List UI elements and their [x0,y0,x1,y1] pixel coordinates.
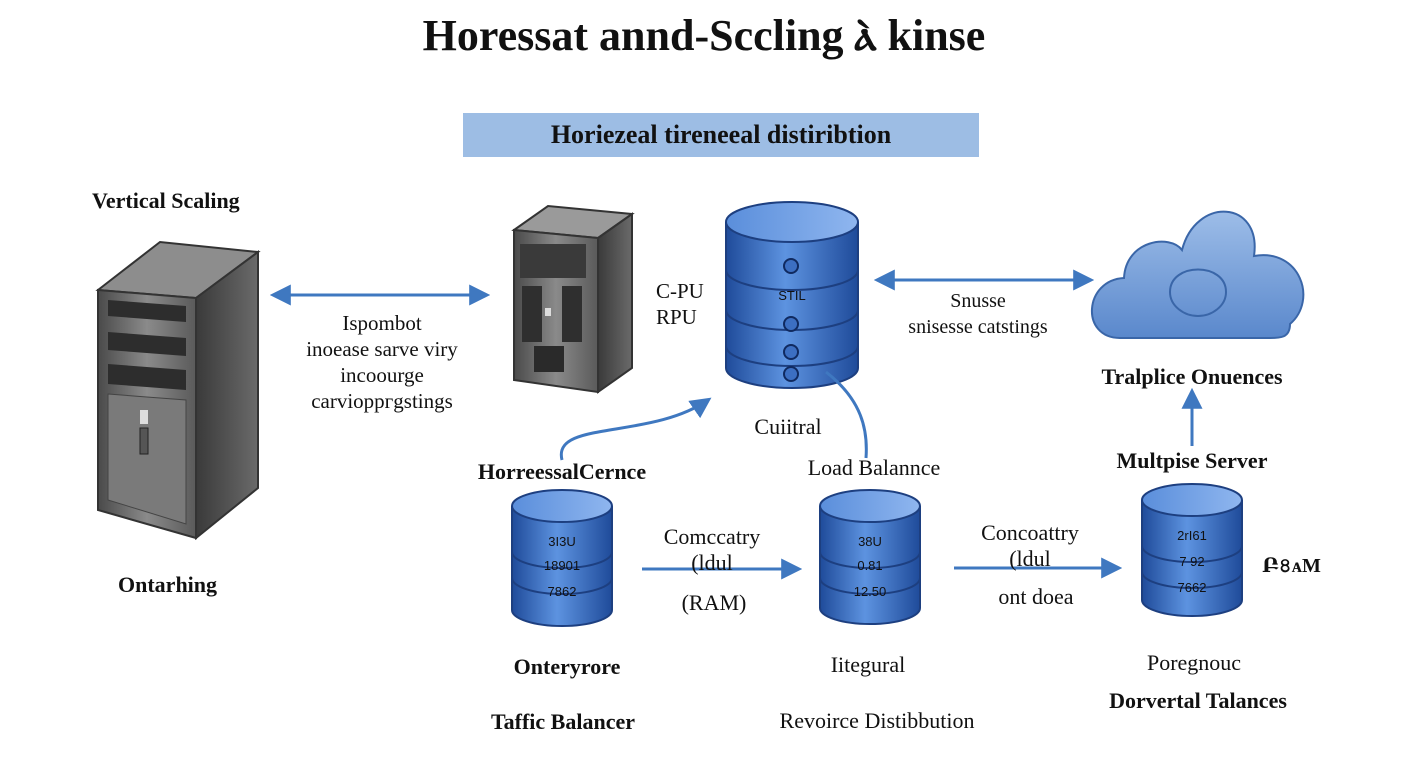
arrow-curve-to-database [559,397,712,461]
banner-heading: Horiezeal tireneeal distiribtion [463,113,979,157]
left-middle-arrow-subtext: (RAM) [681,590,747,615]
cloud-arrow-text: Snusse snisesse catstings [908,290,1048,338]
right-db-top-label: Multpise Server [1116,448,1268,473]
server-tower-large-icon [95,240,261,541]
central-database-icon [725,201,859,389]
left-db-row-1: 3I3U [548,534,575,549]
middle-right-arrow-text: Concoattry (ldul [981,520,1079,571]
right-db-row-2: 7 92 [1179,554,1204,569]
middle-database-icon [819,489,921,625]
right-db-bottom-label: Poregnouc [1146,650,1242,675]
right-db-side-label: Բ৪ᴀM [1262,555,1321,577]
connector-database-balancer [825,370,868,459]
middle-db-row-3: 12.50 [854,584,887,599]
cloud-label: Tralplice Onuences [1101,364,1283,389]
diagram-title: Horessat annd-Sccling ⲁ̀ kinse [422,11,986,60]
vertical-scaling-footer: Ontarhing [118,572,218,597]
left-db-footer: Taffic Balancer [491,709,635,734]
right-db-row-1: 2rI61 [1177,528,1207,543]
server-tower-small-icon [511,204,635,394]
left-db-top-label: HorreessalCernce [477,459,647,484]
left-db-row-3: 7862 [548,584,577,599]
middle-db-footer: Revoirce Distibbution [779,708,975,733]
middle-db-row-2: 0.81 [857,558,882,573]
left-db-row-2: 18901 [544,558,580,573]
central-db-disk-label: STIL [778,288,805,303]
cloud-icon [1091,210,1305,339]
left-db-bottom-label: Onteryrore [513,654,621,679]
load-balancer-label: Load Balannce [807,455,941,480]
central-db-side-labels: C-PU RPU [656,279,704,329]
right-database-icon [1141,483,1243,617]
right-db-row-3: 7662 [1178,580,1207,595]
middle-db-row-1: 38U [858,534,882,549]
vertical-scaling-heading: Vertical Scaling [92,188,240,213]
left-middle-arrow-text: Comccatry (ldul [663,524,761,575]
right-db-footer: Dorvertal Talances [1109,688,1287,713]
vertical-arrow-text: Ispombot inoease sarve viry incoourge ca… [306,311,458,413]
middle-db-bottom-label: Iitegural [830,652,906,677]
left-database-icon [511,489,613,627]
middle-right-arrow-subtext: ont doea [998,584,1074,609]
central-db-below-label: Cuiitral [754,414,822,439]
